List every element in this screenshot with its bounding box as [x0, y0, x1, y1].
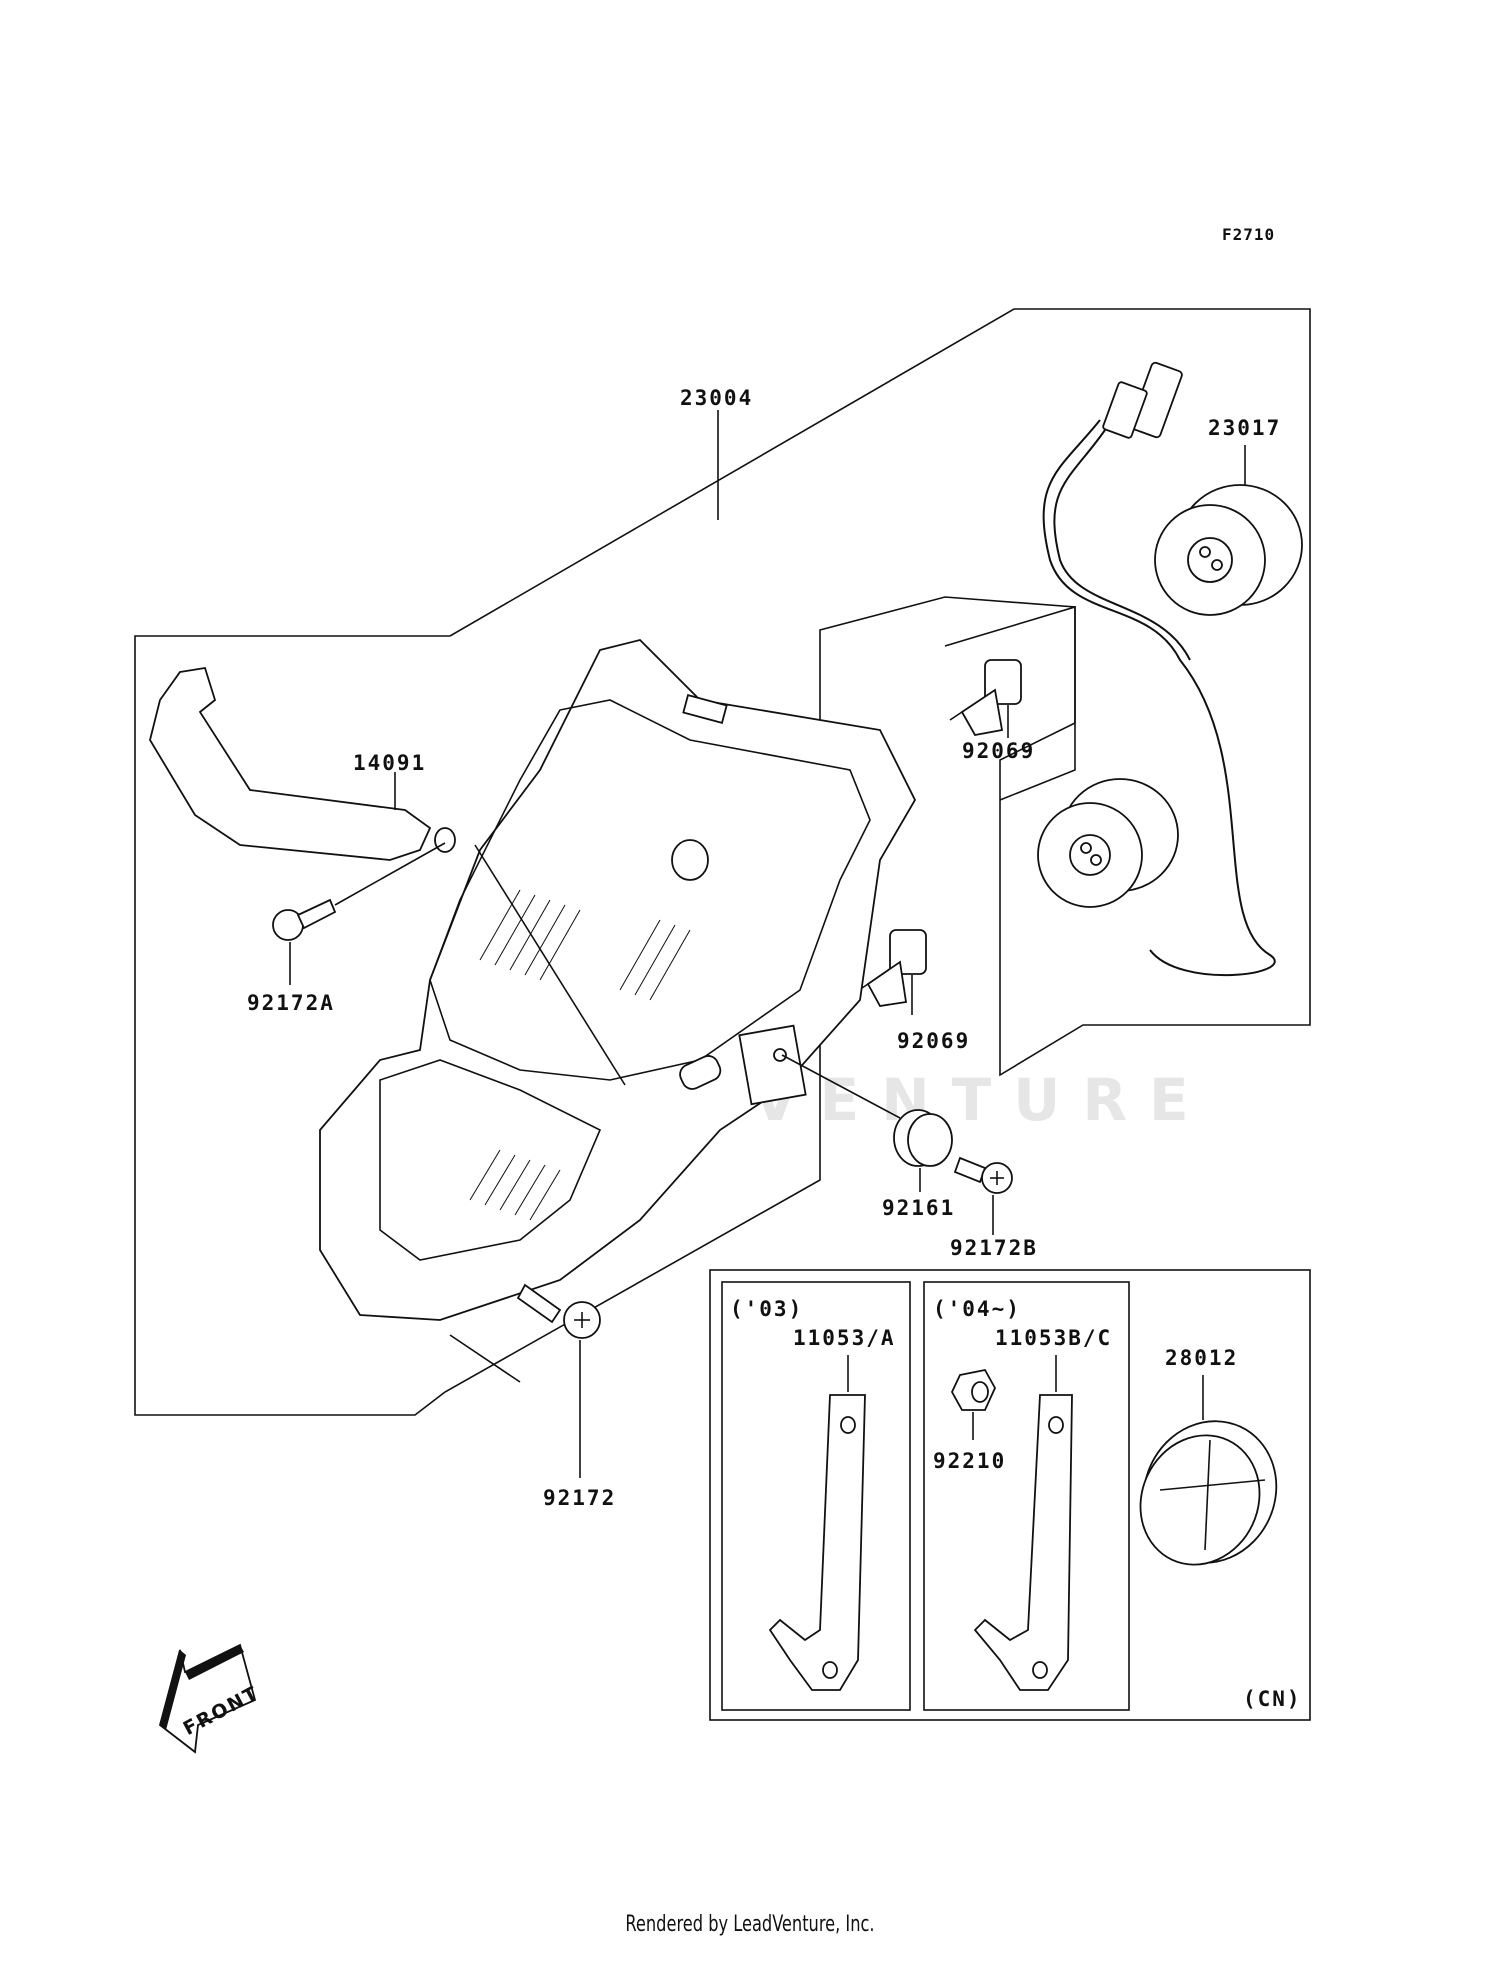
- bolt-92172: [449, 1283, 601, 1383]
- screw-92172b: [953, 1156, 1013, 1194]
- part-label-23017[interactable]: 23017: [1208, 416, 1281, 440]
- bulb-lower: [855, 929, 927, 1007]
- part-label-92172b[interactable]: 92172B: [950, 1236, 1038, 1260]
- figure-code: F2710: [1222, 225, 1275, 244]
- bulb-frame: [944, 605, 1076, 801]
- part-label-11053bc[interactable]: 11053B/C: [995, 1326, 1112, 1350]
- part-label-92069-upper[interactable]: 92069: [962, 739, 1035, 763]
- socket-harness-23017: [1037, 361, 1303, 977]
- screw-92172a: [272, 842, 446, 941]
- part-label-23004[interactable]: 23004: [680, 386, 753, 410]
- part-label-11053a[interactable]: 11053/A: [793, 1326, 896, 1350]
- stay-11053bc: [973, 1394, 1073, 1691]
- front-direction-arrow: FRONT: [158, 1643, 263, 1754]
- leader-14091-to-housing: [474, 844, 626, 1086]
- collar-92210: [950, 1368, 997, 1411]
- variant-label-04: ('04~): [933, 1297, 1021, 1321]
- footer-credit: Rendered by LeadVenture, Inc.: [625, 1912, 875, 1937]
- variant-box-04: [923, 1281, 1130, 1711]
- variant-label-03: ('03): [730, 1297, 803, 1321]
- damper-92161: [781, 1054, 953, 1167]
- part-label-92210[interactable]: 92210: [933, 1449, 1006, 1473]
- headlight-housing: [319, 639, 917, 1321]
- part-label-28012[interactable]: 28012: [1165, 1346, 1238, 1370]
- region-code: (CN): [1243, 1687, 1302, 1711]
- part-label-92172a[interactable]: 92172A: [247, 991, 335, 1015]
- part-label-92161[interactable]: 92161: [882, 1196, 955, 1220]
- part-label-14091[interactable]: 14091: [353, 751, 426, 775]
- variant-box-03: [721, 1281, 911, 1711]
- part-label-92172[interactable]: 92172: [543, 1486, 616, 1510]
- cn-variant-box: [709, 1269, 1311, 1721]
- part-label-92069-lower[interactable]: 92069: [897, 1029, 970, 1053]
- bulb-upper: [949, 659, 1022, 737]
- reflector-28012: [1139, 1420, 1278, 1566]
- stay-11053a: [768, 1394, 866, 1691]
